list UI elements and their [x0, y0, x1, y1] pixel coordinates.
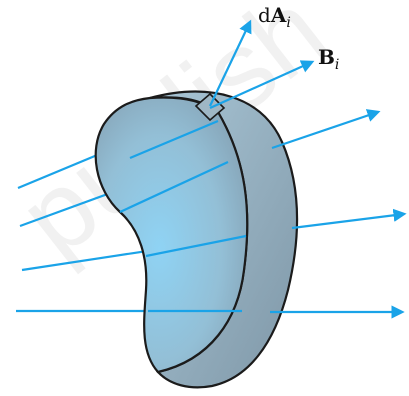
field-line-front-1: [129, 119, 219, 160]
field-line-out-3: [291, 208, 407, 230]
outgoing-field-lines: [209, 60, 407, 319]
field-line-front-3: [145, 234, 247, 258]
field-line-front-2: [119, 161, 229, 213]
closed-surface-front: [94, 96, 249, 374]
field-line-out-2: [271, 109, 381, 150]
area-vector-arrow: [209, 19, 252, 107]
front-field-segments: [119, 119, 247, 313]
field-line-out-B: [209, 60, 315, 110]
field-vector-label: Bi: [318, 45, 339, 73]
area-vector-label: dAi: [258, 3, 291, 31]
